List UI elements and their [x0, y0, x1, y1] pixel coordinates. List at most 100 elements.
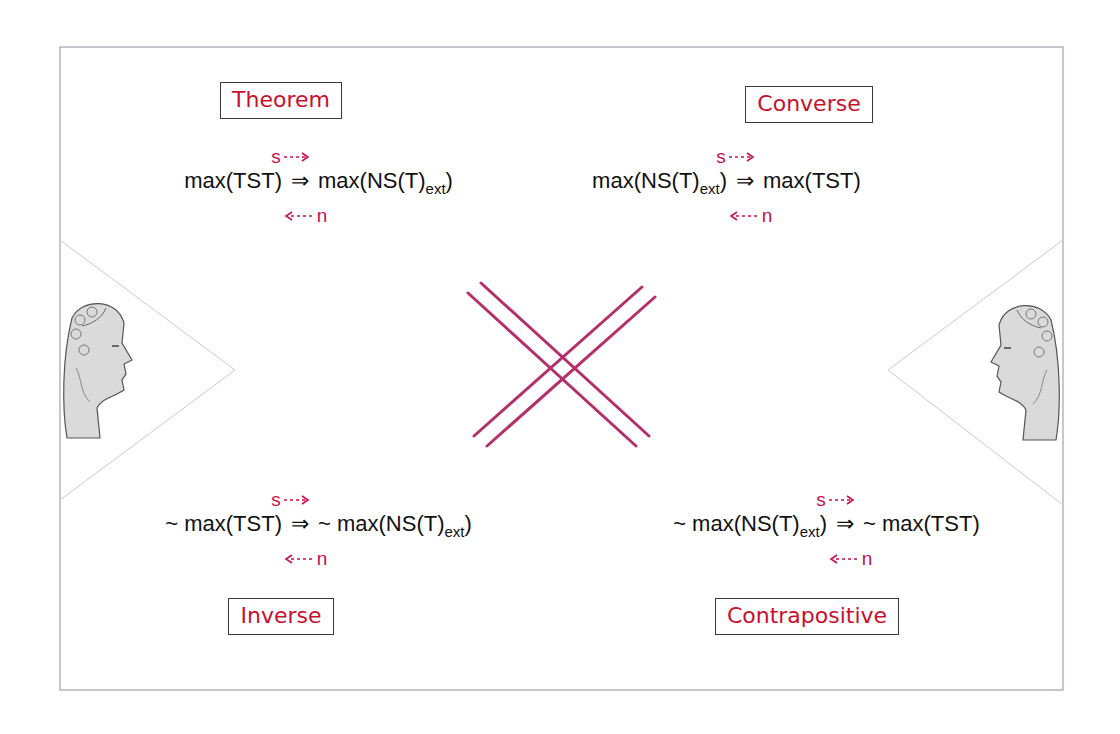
corner-icon [0, 0, 46, 30]
mark-holder: n [762, 206, 773, 226]
arrow-head [747, 153, 753, 161]
inner-border [60, 47, 1063, 690]
mark-holder: n [317, 206, 328, 226]
necessary-arrow [835, 558, 857, 560]
laurel-curl [71, 329, 81, 339]
equivalence-cross [468, 283, 655, 446]
panel-shape [60, 47, 558, 370]
statement-formula: max(NS(T)ext) ⇒ max(TST) [592, 166, 861, 204]
sufficient-arrow [284, 499, 306, 501]
sufficient-label: s [716, 147, 726, 167]
formula-term: ) [820, 511, 827, 536]
laurel-curl [75, 315, 85, 325]
mark-holder: n [317, 549, 328, 569]
sufficient-arrow [829, 499, 851, 501]
cross-line [487, 297, 655, 446]
necessary-label: n [862, 549, 873, 569]
statement-title: Inverse [240, 602, 321, 630]
outer-panel [26, 14, 1108, 726]
implication-arrow: ⇒ [836, 511, 854, 536]
statement-title: Contrapositive [727, 602, 887, 630]
formula-term: ) [720, 168, 727, 193]
mark-holder: n [862, 549, 873, 569]
laurel-curl [1034, 347, 1044, 357]
wedge-edge [60, 240, 235, 500]
necessary-arrow [290, 558, 312, 560]
statement-panel: Theorem max(TST) ⇒ max(NS(T)ext) s n [60, 47, 558, 370]
arrow-head [831, 555, 837, 563]
statement-formula: ~ max(NS(T)ext)⇒~ max(TST) [673, 509, 980, 547]
subscript: ext [445, 523, 465, 540]
necessary-label: n [762, 206, 773, 226]
statement-formula: max(TST) ⇒ max(NS(T)ext) [184, 166, 453, 204]
formula-term: max(NS(T) [318, 168, 426, 193]
arrow-head [847, 496, 853, 504]
statement-label: Contrapositive [715, 598, 899, 635]
corner-icon-glint [6, 2, 38, 18]
bust-eye [112, 345, 119, 347]
bust-eye [1004, 347, 1011, 349]
laurel-curl [1026, 309, 1036, 319]
bust-beard [76, 368, 90, 402]
formula-term: max(NS(T) [592, 168, 700, 193]
arrow-head [302, 153, 308, 161]
panel-shape [558, 47, 1063, 370]
statement-label: Theorem [220, 82, 342, 119]
wedge-edge [888, 240, 1063, 505]
necessary-label: n [317, 206, 328, 226]
arrow-head [302, 496, 308, 504]
formula-term: max(TST) [763, 168, 861, 193]
bust-outline [64, 304, 132, 438]
statement-label: Converse [745, 86, 872, 123]
panel-shape [558, 370, 1063, 690]
statement-label: Inverse [228, 598, 333, 635]
statement-title: Converse [757, 90, 860, 118]
laurel-curl [87, 307, 97, 317]
bust-left [64, 304, 132, 438]
subscript: ext [426, 180, 446, 197]
formula-term: max(TST) [184, 168, 282, 193]
direction-arrows [284, 153, 857, 563]
formula-term: ) [465, 511, 472, 536]
sufficient-label: s [271, 490, 281, 510]
inner-ground [60, 47, 1063, 690]
necessary-label: n [317, 549, 328, 569]
arrow-head [286, 212, 292, 220]
formula-term: ~ max(NS(T) [673, 511, 800, 536]
formula-term: ~ max(NS(T) [318, 511, 445, 536]
laurel-band [1017, 310, 1041, 328]
panel-fill [60, 370, 558, 690]
implication-arrow: ⇒ [291, 511, 309, 536]
cross-line [474, 287, 642, 436]
laurel-curl [1038, 317, 1048, 327]
laurel-curl [1042, 331, 1052, 341]
laurel-curl [79, 345, 89, 355]
formula-term: ~ max(TST) [863, 511, 980, 536]
panel-shadow [65, 52, 1068, 695]
sufficient-label: s [816, 490, 826, 510]
bust-right [991, 306, 1059, 440]
formula-term: ~ max(TST) [165, 511, 282, 536]
bust-beard [1033, 370, 1047, 404]
implication-arrow: ⇒ [291, 168, 309, 193]
statement-panel: Inverse ~ max(TST) ⇒ ~ max(NS(T)ext) s n [60, 370, 558, 690]
statement-panel: Converse max(NS(T)ext) ⇒ max(TST) s n [558, 47, 1063, 370]
mark-holder: s [716, 147, 726, 167]
implication-arrow: ⇒ [736, 168, 754, 193]
mark-holder: s [816, 490, 826, 510]
subscript: ext [700, 180, 720, 197]
mark-holder: s [271, 147, 281, 167]
arrow-head [731, 212, 737, 220]
statement-formula: ~ max(TST) ⇒ ~ max(NS(T)ext) [165, 509, 472, 547]
necessary-arrow [290, 215, 312, 217]
laurel-band [82, 308, 106, 326]
formula-term: ) [446, 168, 453, 193]
panel-shape [60, 370, 558, 690]
cross-line [481, 283, 649, 436]
sufficient-arrow [729, 156, 751, 158]
necessary-arrow [735, 215, 757, 217]
